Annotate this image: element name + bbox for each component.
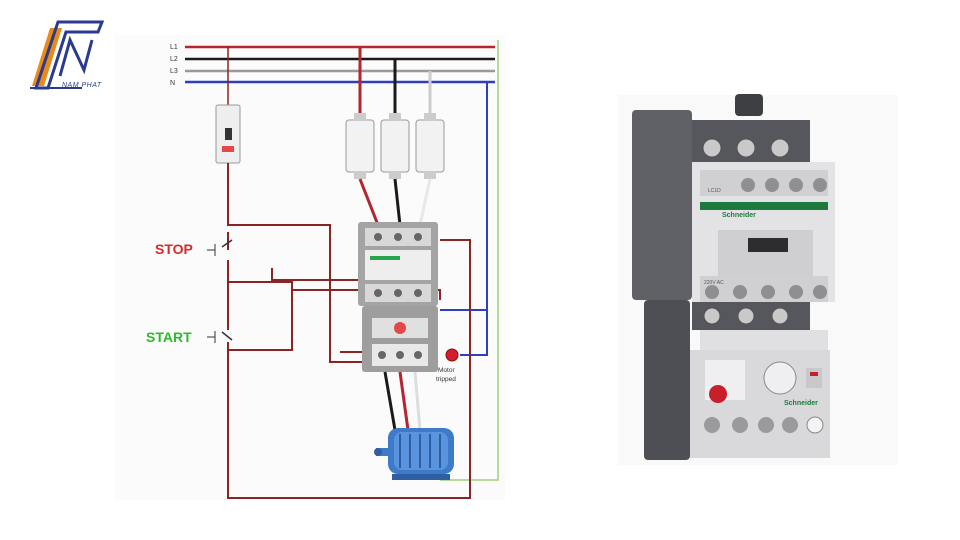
- earth-wire: [440, 40, 499, 481]
- motor-feed-2: [398, 371, 410, 431]
- control-wire-holding: [228, 281, 293, 351]
- bus-label-l3: L3: [170, 68, 178, 75]
- start-button-symbol: [207, 331, 233, 343]
- control-wire-main: [227, 163, 331, 245]
- logo-text: NAM PHAT: [62, 82, 102, 89]
- contactor-photo: [618, 94, 898, 465]
- electric-motor: [374, 428, 454, 480]
- stop-label: STOP: [155, 241, 193, 257]
- contactor-diagram: [358, 222, 438, 306]
- fuse-3: [415, 113, 445, 179]
- control-wire-aux-3: [292, 289, 441, 300]
- fuse2-out: [393, 178, 402, 226]
- nam-phat-logo: [30, 20, 105, 90]
- stop-button-symbol: [207, 239, 233, 256]
- motor-tripped-label-1: Motor: [438, 367, 455, 374]
- control-wire-start-out: [227, 239, 471, 499]
- bus-label-l1: L1: [170, 44, 178, 51]
- photo-overload-brand: Schneider: [784, 400, 818, 407]
- motor-tripped-label-2: tripped: [436, 376, 456, 383]
- diagram-panel: [115, 35, 505, 500]
- photo-model-label: LC1D: [708, 188, 721, 194]
- motor-feed-3: [413, 371, 422, 431]
- fuse1-out: [358, 178, 380, 226]
- bus-label-n: N: [170, 80, 175, 87]
- photo-coil-voltage: 220V AC: [704, 280, 724, 286]
- motor-feed-1: [383, 371, 397, 431]
- motor-tripped-lamp: [445, 348, 459, 362]
- control-breaker: [215, 104, 241, 164]
- start-label: START: [146, 329, 192, 345]
- overload-relay-diagram: [362, 306, 438, 372]
- bus-label-l2: L2: [170, 56, 178, 63]
- fuse-1: [345, 113, 375, 179]
- photo-brand-label: Schneider: [722, 212, 756, 219]
- fuse-2: [380, 113, 410, 179]
- logo-n-mark: [58, 35, 94, 77]
- fuse3-out: [418, 178, 432, 226]
